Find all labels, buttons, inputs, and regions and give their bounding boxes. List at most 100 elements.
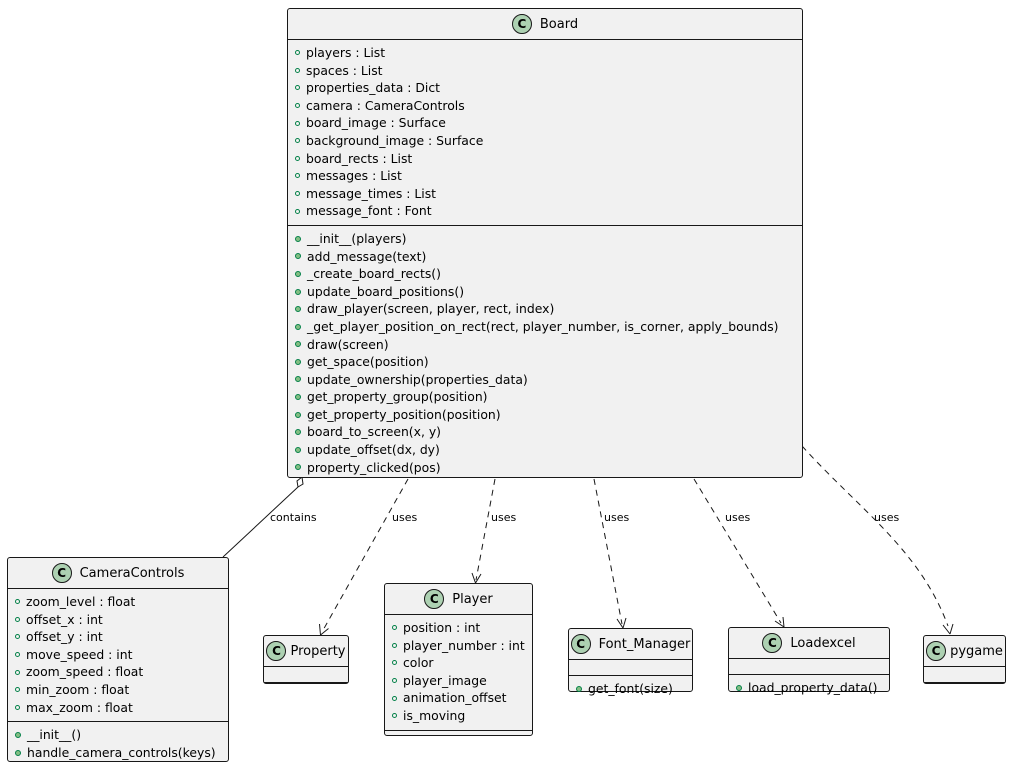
field-text: is_moving	[403, 707, 466, 723]
field-text: move_speed : int	[26, 646, 133, 662]
public-field-icon	[15, 669, 20, 675]
public-field-icon	[15, 687, 20, 693]
method-text: __init__()	[27, 727, 82, 743]
public-method-icon	[736, 684, 742, 691]
public-field-icon	[295, 173, 300, 179]
public-method-icon	[295, 446, 301, 453]
public-field-icon	[295, 50, 300, 56]
class-name: Property	[290, 643, 346, 659]
edge-board-cameracontrols	[222, 476, 304, 558]
public-field-icon	[295, 155, 300, 161]
method-text: get_font(size)	[588, 681, 673, 696]
class-header: C Property	[264, 636, 348, 667]
field-text: players : List	[306, 45, 386, 60]
field-text: background_image : Surface	[306, 132, 484, 148]
field-row: messages : List	[288, 167, 802, 185]
methods-compartment: __init__(players) add_message(text) _cre…	[288, 226, 802, 481]
field-row: min_zoom : float	[8, 681, 228, 699]
fields-compartment	[924, 667, 1005, 683]
public-method-icon	[295, 358, 301, 365]
class-icon: C	[762, 633, 783, 653]
fields-compartment	[264, 667, 348, 683]
class-property[interactable]: C Property	[263, 635, 349, 684]
methods-compartment: __init__() handle_camera_controls(keys)	[8, 722, 228, 766]
field-text: offset_x : int	[26, 611, 103, 627]
class-icon: C	[511, 14, 532, 34]
public-field-icon	[392, 695, 397, 701]
method-text: load_property_data()	[748, 680, 878, 695]
field-text: properties_data : Dict	[306, 80, 441, 96]
field-text: animation_offset	[403, 690, 507, 706]
field-text: camera : CameraControls	[306, 97, 465, 113]
method-row: __init__()	[8, 726, 228, 744]
public-field-icon	[392, 678, 397, 684]
field-row: players : List	[288, 44, 802, 62]
public-method-icon	[15, 731, 21, 738]
field-text: color	[403, 655, 434, 671]
method-text: add_message(text)	[307, 248, 427, 264]
method-text: get_space(position)	[307, 354, 429, 370]
edge-label-uses-player: uses	[491, 511, 517, 524]
public-field-icon	[295, 85, 300, 91]
method-row: update_offset(dx, dy)	[288, 441, 802, 459]
method-row: update_ownership(properties_data)	[288, 371, 802, 389]
public-field-icon	[392, 660, 397, 666]
field-row: move_speed : int	[8, 646, 228, 664]
field-text: zoom_speed : float	[26, 664, 144, 680]
class-icon: C	[570, 634, 591, 654]
methods-compartment: get_font(size)	[569, 676, 692, 703]
method-text: update_board_positions()	[307, 283, 465, 299]
edge-board-property	[319, 478, 409, 636]
field-text: board_rects : List	[306, 150, 413, 166]
class-header: C Player	[385, 584, 532, 615]
public-method-icon	[295, 253, 301, 260]
method-row: property_clicked(pos)	[288, 459, 802, 477]
field-text: player_number : int	[403, 637, 525, 653]
field-row: spaces : List	[288, 62, 802, 80]
field-row: position : int	[385, 619, 532, 637]
class-header: C pygame	[924, 636, 1005, 667]
public-method-icon	[295, 429, 301, 436]
fields-compartment: position : int player_number : int color…	[385, 615, 532, 731]
edge-board-loadexcel	[693, 478, 785, 628]
class-player[interactable]: C Player position : int player_number : …	[384, 583, 533, 736]
field-row: color	[385, 654, 532, 672]
field-row: message_times : List	[288, 185, 802, 203]
method-text: get_property_position(position)	[307, 406, 501, 422]
method-row: board_to_screen(x, y)	[288, 423, 802, 441]
method-text: _get_player_position_on_rect(rect, playe…	[307, 318, 779, 334]
method-row: draw(screen)	[288, 336, 802, 354]
public-field-icon	[15, 599, 20, 605]
public-method-icon	[295, 306, 301, 313]
method-row: add_message(text)	[288, 248, 802, 266]
aggregation-diamond-icon	[296, 476, 304, 488]
field-text: min_zoom : float	[26, 681, 130, 697]
field-row: offset_x : int	[8, 611, 228, 629]
field-text: messages : List	[306, 168, 402, 184]
edge-board-fontmanager	[593, 478, 627, 629]
field-row: camera : CameraControls	[288, 97, 802, 115]
class-font-manager[interactable]: C Font_Manager get_font(size)	[568, 628, 693, 696]
class-header: C CameraControls	[8, 558, 228, 589]
class-pygame[interactable]: C pygame	[923, 635, 1006, 684]
class-name: Font_Manager	[598, 636, 691, 652]
public-field-icon	[15, 634, 20, 640]
public-method-icon	[295, 235, 301, 242]
method-row: _create_board_rects()	[288, 265, 802, 283]
methods-compartment	[264, 683, 348, 698]
class-name: pygame	[950, 643, 1003, 659]
public-method-icon	[15, 749, 21, 756]
class-name: CameraControls	[79, 565, 185, 581]
class-icon: C	[926, 641, 947, 661]
class-board[interactable]: C Board players : List spaces : List pro…	[287, 8, 803, 478]
field-row: board_rects : List	[288, 150, 802, 168]
fields-compartment	[569, 660, 692, 676]
public-method-icon	[295, 376, 301, 383]
class-cameracontrols[interactable]: C CameraControls zoom_level : float offs…	[7, 557, 229, 762]
class-loadexcel[interactable]: C Loadexcel load_property_data()	[728, 627, 890, 695]
public-field-icon	[392, 642, 397, 648]
class-icon: C	[51, 563, 72, 583]
public-field-icon	[295, 191, 300, 197]
class-header: C Loadexcel	[729, 628, 889, 659]
method-row: get_font(size)	[569, 680, 692, 698]
